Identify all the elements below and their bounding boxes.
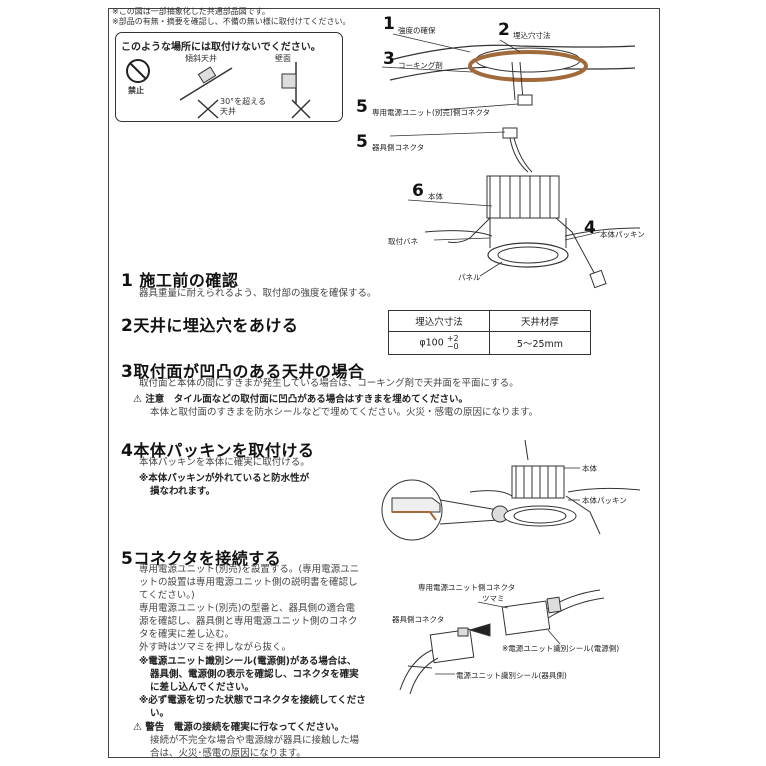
warning-icon: ⚠	[133, 722, 142, 733]
section-2-heading: 2天井に埋込穴をあける	[121, 312, 298, 336]
section-4-note-2: 損なわれます。	[150, 486, 216, 497]
section-5-line-6: タを確実に差し込む。	[139, 629, 235, 640]
section-5-heading: 5コネクタを接続する	[121, 545, 281, 569]
spring-label: 取付バネ	[388, 237, 418, 246]
label-knob: ツマミ	[482, 594, 505, 603]
callout-1-number: 1	[383, 14, 395, 34]
prohibit-icon	[126, 59, 150, 83]
packing-figure	[381, 439, 641, 541]
callout-1-text: 強度の確保	[398, 26, 436, 35]
spec-header-thickness: 天井材厚	[489, 310, 591, 332]
section-5-line-2: ットの設置は専用電源ユニット側の説明書を確認し	[139, 577, 358, 588]
callout-6-number: 6	[412, 181, 424, 201]
section-3-title: 取付面が凹凸のある天井の場合	[133, 362, 365, 381]
callout-6-text: 本体	[428, 192, 443, 201]
callout-5b-text: 器具側コネクタ	[372, 143, 425, 152]
panel-label: パネル	[458, 273, 481, 282]
wall-label: 壁面	[275, 54, 291, 63]
callout-5a-number: 5	[356, 97, 368, 117]
wall-figure	[281, 62, 311, 119]
section-1-body: 器具重量に耐えられるよう、取付部の強度を確保する。	[139, 288, 377, 299]
section-5-title: コネクタを接続する	[133, 549, 282, 568]
callout-3-number: 3	[383, 49, 395, 69]
callout-2-number: 2	[498, 20, 510, 40]
label-seal-power: ※電源ユニット識別シール(電源側)	[502, 644, 620, 653]
section-5-line-7: 外す時はツマミを押しながら抜く。	[139, 642, 292, 653]
section-4-label-body: 本体	[582, 464, 597, 473]
sloped-ceiling-figure	[179, 66, 233, 119]
section-3-caution-2: 本体と取付面のすきまを防水シールなどで埋めてください。火災・感電の原因になります…	[150, 407, 539, 418]
callout-4-number: 4	[584, 218, 596, 238]
downlight-figure	[424, 127, 641, 289]
section-3-heading: 3取付面が凹凸のある天井の場合	[121, 358, 364, 382]
angle-label-2: 天井	[220, 107, 236, 116]
section-1-number: 1	[121, 271, 134, 291]
caution-icon: ⚠	[133, 394, 142, 405]
warning-box	[115, 32, 343, 122]
section-5-bold-3: に差し込んでください。	[150, 682, 255, 693]
callout-3-text: コーキング剤	[398, 61, 443, 70]
section-4-heading: 4本体パッキンを取付ける	[121, 437, 314, 461]
callout-4-text: 本体パッキン	[600, 230, 645, 239]
spec-hole-value: φ100 +2 −0	[388, 331, 490, 355]
page-frame	[108, 8, 660, 758]
section-5-warning-line-2: 合は、火災･感電の原因になります。	[150, 748, 306, 759]
tolerance-plus: +2	[446, 334, 459, 343]
callout-2-text: 埋込穴寸法	[513, 31, 551, 40]
section-3-number: 3	[121, 362, 134, 382]
section-1-title: 施工前の確認	[139, 271, 239, 290]
section-3-caution: ⚠ 注意 タイル面などの取付面に凹凸がある場合はすきまを埋めてください。	[133, 393, 468, 406]
section-4-body: 本体パッキンを本体に確実に取付ける。	[139, 457, 310, 468]
label-unit-connector: 専用電源ユニット側コネクタ	[418, 583, 516, 592]
warning-box-title: このような場所には取付けないでください。	[121, 42, 321, 53]
section-5-line-4: 専用電源ユニット(別売)の型番と、器具側の適合電	[139, 603, 356, 614]
hole-diameter: φ100	[419, 337, 444, 349]
section-4-title: 本体パッキンを取付ける	[133, 441, 315, 460]
section-5-warning-line-1: 接続が不完全な場合や電源線が器具に接触した場	[150, 735, 360, 746]
section-2-title: 天井に埋込穴をあける	[133, 316, 299, 335]
sloped-ceiling-label: 傾斜天井	[185, 54, 217, 63]
section-4-label-packing: 本体パッキン	[582, 496, 627, 505]
note-line-2: ※部品の有無・摘要を確認し、不備の無い様に取付けてください。	[112, 17, 351, 26]
label-fixture-connector: 器具側コネクタ	[392, 615, 445, 624]
spec-header-hole: 埋込穴寸法	[388, 310, 490, 332]
section-4-note-1: ※本体パッキンが外れていると防水性が	[139, 473, 310, 484]
section-5-line-3: てください。)	[139, 590, 195, 601]
tolerance-minus: −0	[446, 342, 459, 351]
spec-thickness-value: 5〜25mm	[489, 331, 591, 355]
section-3-caution-text: 注意 タイル面などの取付面に凹凸がある場合はすきまを埋めてください。	[145, 394, 468, 405]
callout-5b-number: 5	[356, 132, 368, 152]
label-seal-fixture: 電源ユニット識別シール(器具側)	[456, 671, 567, 680]
prohibit-label: 禁止	[128, 86, 144, 95]
connector-figure	[399, 589, 605, 695]
section-5-warning-text: 警告 電源の接続を確実に行なってください。	[145, 722, 345, 733]
section-4-number: 4	[121, 441, 134, 461]
section-3-body: 取付面と本体の間にすきまが発生している場合は、コーキング剤で天井面を平面にする。	[139, 378, 519, 389]
section-5-warning: ⚠ 警告 電源の接続を確実に行なってください。	[133, 721, 344, 734]
section-5-line-1: 専用電源ユニット(別売)を設置する。(専用電源ユニ	[139, 564, 360, 575]
section-5-bold-1: ※電源ユニット識別シール(電源側)がある場合は、	[139, 656, 357, 667]
section-2-number: 2	[121, 316, 134, 336]
note-line-1: ※この図は一部抽象化した共通部品図です。	[112, 7, 270, 16]
ceiling-hole-figure	[389, 44, 636, 106]
angle-label: 30°を超える	[220, 97, 266, 106]
spec-table: 埋込穴寸法 天井材厚 φ100 +2 −0 5〜25mm	[388, 310, 591, 355]
section-1-heading: 1 施工前の確認	[121, 267, 238, 291]
section-5-bold-5: い。	[150, 708, 170, 719]
section-5-line-5: 源を確認し、器具側と専用電源ユニット側のコネク	[139, 616, 358, 627]
callout-5a-text: 専用電源ユニット(別売)側コネクタ	[372, 108, 491, 117]
section-5-bold-4: ※必ず電源を切った状態でコネクタを接続してくださ	[139, 695, 366, 706]
section-5-number: 5	[121, 549, 134, 569]
section-5-bold-2: 器具側、電源側の表示を確認し、コネクタを確実	[150, 669, 359, 680]
